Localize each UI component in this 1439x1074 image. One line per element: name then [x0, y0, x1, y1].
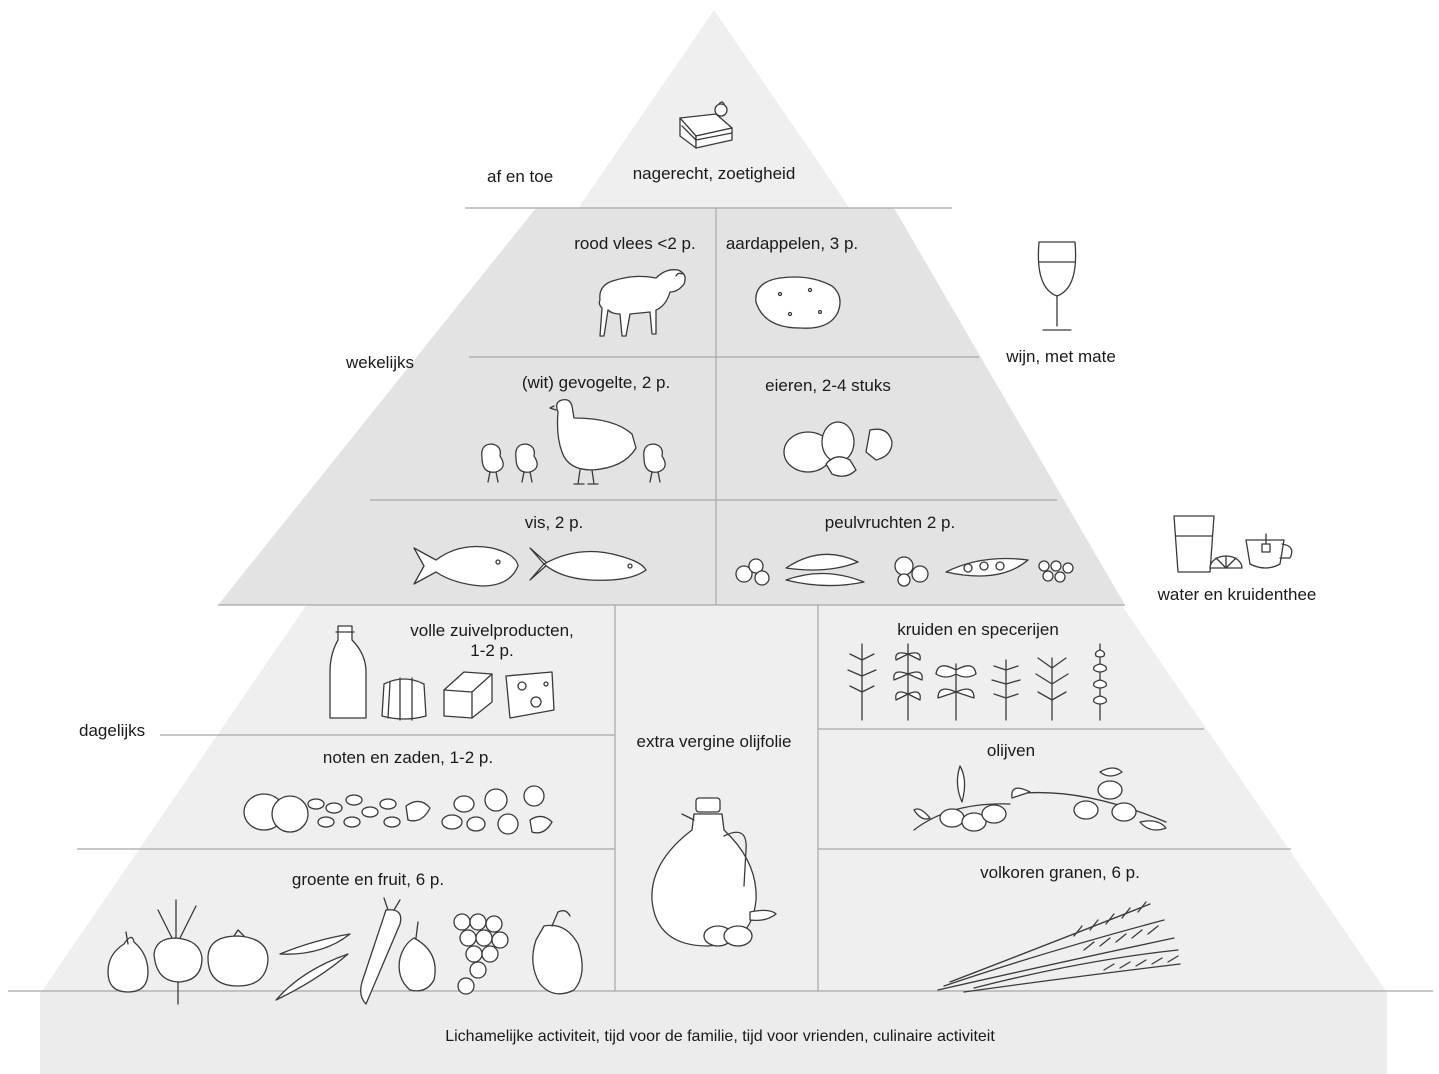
olive-oil-jug-icon — [651, 797, 777, 947]
herbs-label: kruiden en specerijen — [897, 620, 1059, 639]
potatoes-label: aardappelen, 3 p. — [725, 234, 859, 253]
divider-lines — [8, 207, 1433, 992]
water-and-tea-icon — [1173, 515, 1293, 573]
fish-label: vis, 2 p. — [524, 513, 584, 532]
tier-label-weekly: wekelijks — [346, 353, 415, 372]
eggs-icon — [783, 421, 893, 477]
herbs-icon — [847, 643, 1108, 721]
vegetables-fruit-label: groente en fruit, 6 p. — [291, 870, 445, 889]
cake-slice-icon — [679, 101, 733, 149]
wine-label: wijn, met mate — [1006, 347, 1116, 366]
dairy-icon — [329, 625, 555, 721]
base-activities-label: Lichamelijke activiteit, tijd voor de fa… — [445, 1028, 995, 1045]
vegetables-fruit-icon — [107, 897, 583, 1005]
weekly-band — [218, 208, 1125, 605]
potato-icon — [755, 276, 841, 329]
dairy-label-line2: 1-2 p. — [470, 641, 514, 660]
grains-label: volkoren granen, 6 p. — [980, 863, 1140, 882]
lamb-icon — [598, 269, 686, 337]
dairy-label-line1: volle zuivelproducten, — [410, 621, 574, 640]
olives-label: olijven — [986, 741, 1036, 760]
tier-label-occasional: af en toe — [487, 167, 554, 186]
legumes-icon — [735, 553, 1074, 587]
olive-branch-icon — [913, 765, 1167, 832]
eggs-label: eieren, 2-4 stuks — [765, 376, 891, 395]
poultry-label: (wit) gevogelte, 2 p. — [521, 373, 671, 392]
base-band — [40, 991, 1387, 1074]
nuts-label: noten en zaden, 1-2 p. — [322, 748, 494, 767]
tier-label-daily: dagelijks — [79, 721, 146, 740]
legumes-label: peulvruchten 2 p. — [824, 513, 956, 532]
wine-glass-icon — [1037, 241, 1077, 331]
wheat-icon — [937, 901, 1181, 993]
nuts-icon — [243, 785, 553, 835]
water-label: water en kruidenthee — [1157, 585, 1317, 604]
olive-oil-label: extra vergine olijfolie — [636, 732, 792, 751]
hen-and-chicks-icon — [481, 398, 666, 485]
dessert-label: nagerecht, zoetigheid — [632, 164, 796, 183]
fish-icon — [413, 545, 647, 587]
red-meat-label: rood vlees <2 p. — [574, 234, 696, 253]
